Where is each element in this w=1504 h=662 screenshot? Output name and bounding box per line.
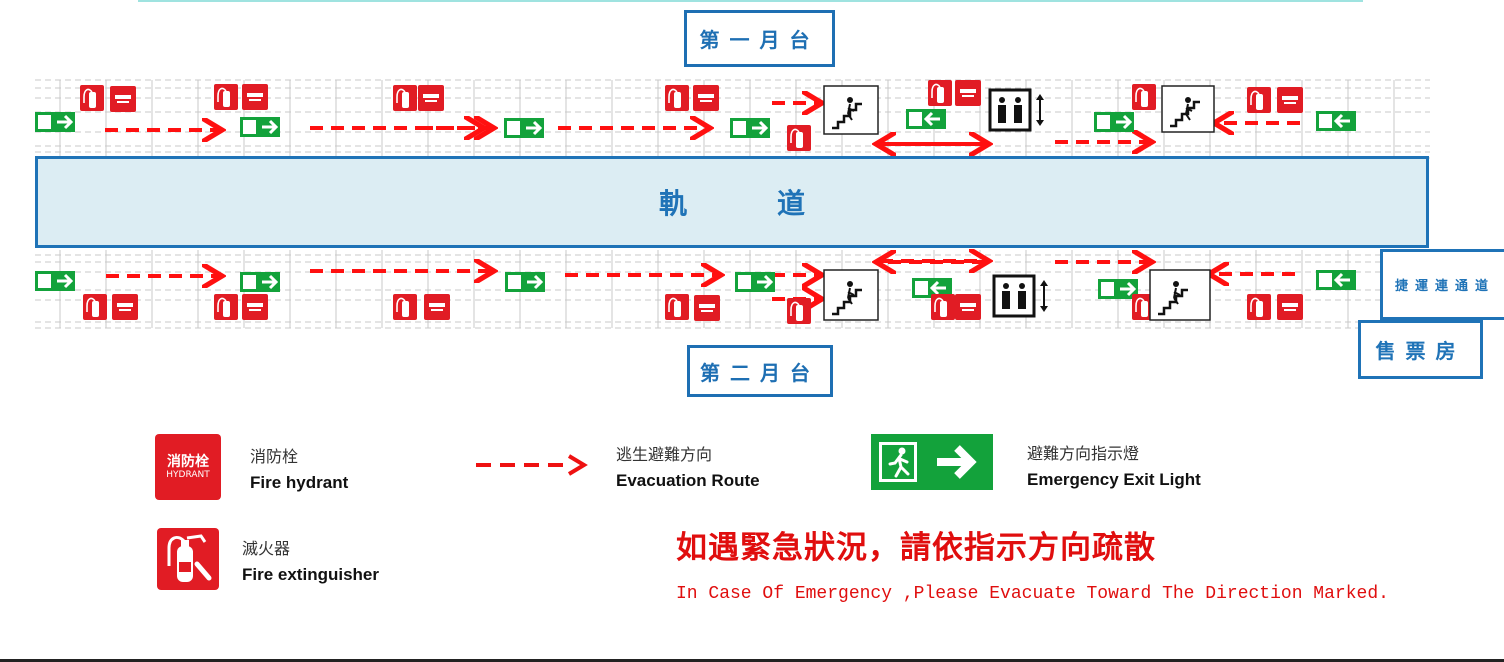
fire-extinguisher-icon [80, 85, 104, 111]
stairs-icon [1161, 85, 1215, 133]
legend-route: 逃生避難方向 Evacuation Route [616, 441, 760, 491]
hydrant-icon-text-zh: 消防栓 [167, 453, 209, 470]
elevator-icon [988, 88, 1044, 132]
legend-exit-light-en: Emergency Exit Light [1027, 470, 1201, 489]
mrt-passage-box: 捷運連通道 [1380, 249, 1504, 320]
dashed-arrow-icon [476, 454, 588, 476]
fire-extinguisher-icon [1247, 87, 1271, 113]
fire-extinguisher-icon [83, 294, 107, 320]
stairs-icon [823, 85, 879, 135]
emergency-exit-sign-icon [871, 434, 993, 490]
exit-sign-icon [35, 271, 75, 291]
exit-sign-icon [1094, 112, 1134, 132]
legend-hydrant-zh: 消防栓 [250, 449, 299, 466]
legend-extinguisher: 滅火器 Fire extinguisher [242, 535, 379, 585]
fire-hydrant-icon [955, 80, 981, 106]
fire-hydrant-icon [694, 295, 720, 321]
fire-extinguisher-icon [931, 294, 955, 320]
fire-hydrant-icon [1277, 87, 1303, 113]
exit-sign-icon [912, 278, 952, 298]
platform-2-label: 第二月台 [687, 345, 833, 397]
legend-route-zh: 逃生避難方向 [616, 447, 713, 464]
hydrant-icon-text-en: HYDRANT [166, 469, 210, 480]
warning-zh: 如遇緊急狀況，請依指示方向疏散 [676, 530, 1156, 566]
fire-extinguisher-icon [665, 85, 689, 111]
fire-extinguisher-icon [157, 528, 219, 590]
fire-hydrant-icon [1277, 294, 1303, 320]
legend-hydrant: 消防栓 Fire hydrant [250, 443, 348, 493]
fire-extinguisher-icon [665, 294, 689, 320]
exit-sign-icon [504, 118, 544, 138]
top-rule [138, 0, 1363, 2]
fire-extinguisher-icon [214, 294, 238, 320]
fire-extinguisher-icon [214, 84, 238, 110]
track-area: 軌道 [35, 156, 1429, 248]
exit-sign-icon [1316, 111, 1356, 131]
platform-2-text: 第二月台 [700, 360, 820, 385]
fire-extinguisher-icon [787, 298, 811, 324]
fire-extinguisher-icon [787, 125, 811, 151]
exit-sign-icon [240, 117, 280, 137]
bottom-rule [0, 659, 1504, 662]
fire-extinguisher-icon [393, 294, 417, 320]
stairs-icon [1149, 269, 1211, 321]
legend-route-en: Evacuation Route [616, 471, 760, 490]
exit-sign-icon [35, 112, 75, 132]
track-text: 軌道 [658, 187, 895, 220]
fire-hydrant-icon [418, 85, 444, 111]
fire-hydrant-icon [242, 294, 268, 320]
platform-1-label: 第一月台 [684, 10, 835, 67]
exit-sign-icon [505, 272, 545, 292]
platform-1-text: 第一月台 [699, 28, 820, 52]
legend-extinguisher-en: Fire extinguisher [242, 565, 379, 584]
fire-hydrant-icon [424, 294, 450, 320]
stairs-icon [823, 269, 879, 321]
fire-extinguisher-icon [1247, 294, 1271, 320]
legend-hydrant-en: Fire hydrant [250, 473, 349, 492]
fire-hydrant-icon [110, 86, 136, 112]
fire-extinguisher-icon [1132, 84, 1156, 110]
legend-exit-light-zh: 避難方向指示燈 [1027, 446, 1140, 463]
ticket-office-box: 售票房 [1358, 320, 1483, 379]
exit-sign-icon [730, 118, 770, 138]
mrt-passage-text: 捷運連通道 [1394, 279, 1495, 294]
exit-sign-icon [1098, 279, 1138, 299]
fire-extinguisher-icon [928, 80, 952, 106]
exit-sign-icon [906, 109, 946, 129]
fire-extinguisher-icon [393, 85, 417, 111]
fire-hydrant-icon [242, 84, 268, 110]
fire-hydrant-icon [955, 294, 981, 320]
fire-hydrant-icon [693, 85, 719, 111]
legend-exit-light: 避難方向指示燈 Emergency Exit Light [1027, 440, 1201, 490]
elevator-icon [992, 274, 1048, 318]
legend-extinguisher-zh: 滅火器 [242, 541, 291, 558]
fire-hydrant-icon [112, 294, 138, 320]
ticket-office-text: 售票房 [1375, 339, 1466, 363]
exit-sign-icon [240, 272, 280, 292]
exit-sign-icon [1316, 270, 1356, 290]
fire-hydrant-icon: 消防栓 HYDRANT [155, 434, 221, 500]
exit-sign-icon [735, 272, 775, 292]
warning-en: In Case Of Emergency ,Please Evacuate To… [676, 584, 1389, 604]
